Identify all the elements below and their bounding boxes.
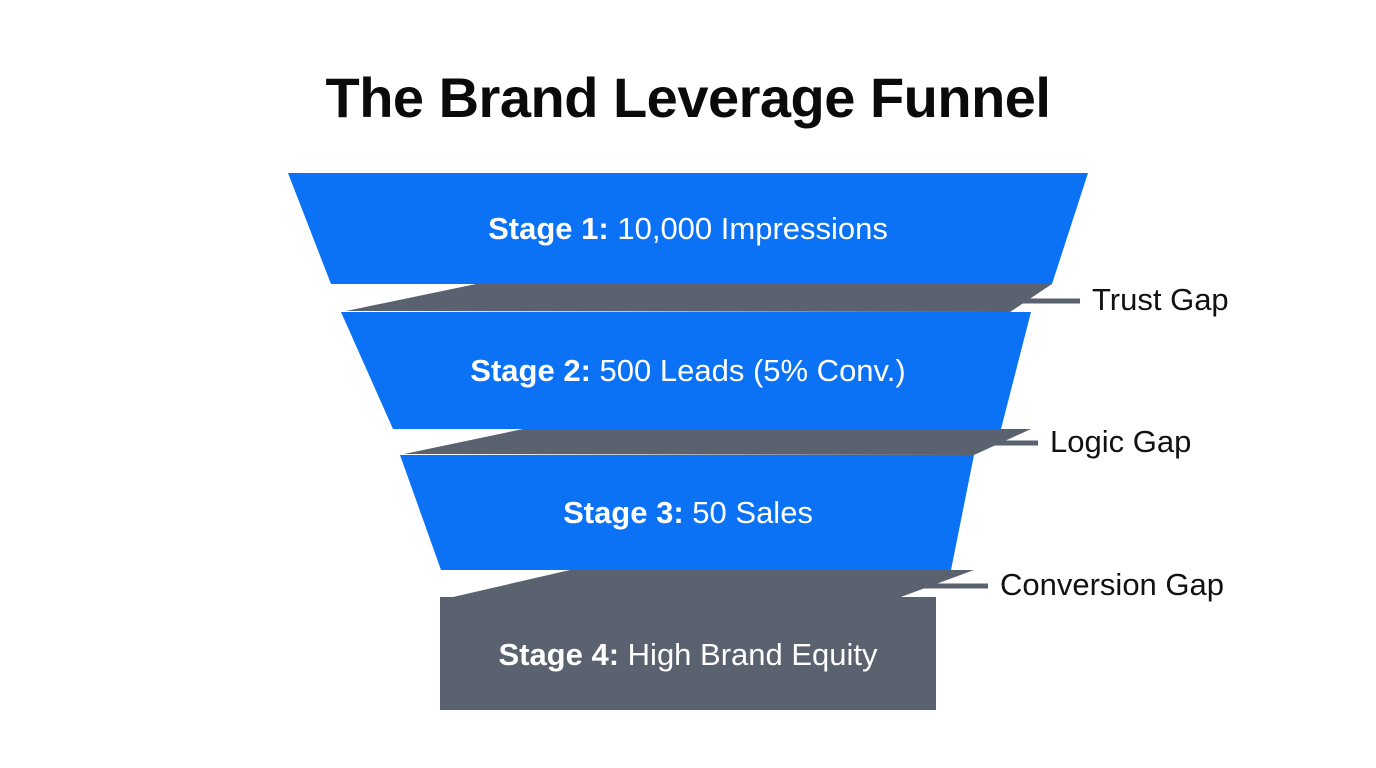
- funnel-stage-2-shape: [341, 312, 1031, 429]
- funnel-stage-3-key: Stage 3:: [563, 495, 684, 530]
- funnel-stage-2-label: Stage 2: 500 Leads (5% Conv.): [470, 353, 905, 388]
- gap-wedge-logic: [404, 429, 1031, 455]
- funnel-stage-3[interactable]: Stage 3: 50 Sales: [400, 455, 974, 570]
- funnel-stage-2-value: 500 Leads (5% Conv.): [600, 353, 906, 388]
- funnel-stage-1-value: 10,000 Impressions: [617, 211, 888, 246]
- funnel-stage-3-value: 50 Sales: [692, 495, 813, 530]
- funnel-stage-3-shape: [400, 455, 974, 570]
- gap-wedge-conversion: [440, 570, 974, 601]
- funnel-stage-1-key: Stage 1:: [488, 211, 609, 246]
- page-title: The Brand Leverage Funnel: [326, 66, 1051, 129]
- funnel-stage-1-label: Stage 1: 10,000 Impressions: [488, 211, 888, 246]
- funnel-stage-2[interactable]: Stage 2: 500 Leads (5% Conv.): [341, 312, 1031, 429]
- funnel-stage-4-label: Stage 4: High Brand Equity: [498, 637, 878, 672]
- funnel-stage-4[interactable]: Stage 4: High Brand Equity: [440, 597, 936, 710]
- gap-label-logic: Logic Gap: [1050, 424, 1191, 459]
- funnel-stage-1-shape: [288, 173, 1088, 284]
- gap-annotation-trust: Trust Gap: [995, 282, 1229, 317]
- gap-label-trust: Trust Gap: [1092, 282, 1229, 317]
- funnel-stage-3-label: Stage 3: 50 Sales: [563, 495, 813, 530]
- gap-label-conversion: Conversion Gap: [1000, 567, 1224, 602]
- gap-annotation-conversion: Conversion Gap: [905, 567, 1224, 602]
- funnel-stage-4-shape: [440, 597, 936, 710]
- funnel-stage-2-key: Stage 2:: [470, 353, 591, 388]
- funnel-stage-1[interactable]: Stage 1: 10,000 Impressions: [288, 173, 1088, 284]
- funnel-stage-4-value: High Brand Equity: [628, 637, 878, 672]
- gap-wedge-trust: [346, 284, 1052, 312]
- gap-annotation-logic: Logic Gap: [955, 424, 1191, 459]
- funnel-stage-4-key: Stage 4:: [498, 637, 619, 672]
